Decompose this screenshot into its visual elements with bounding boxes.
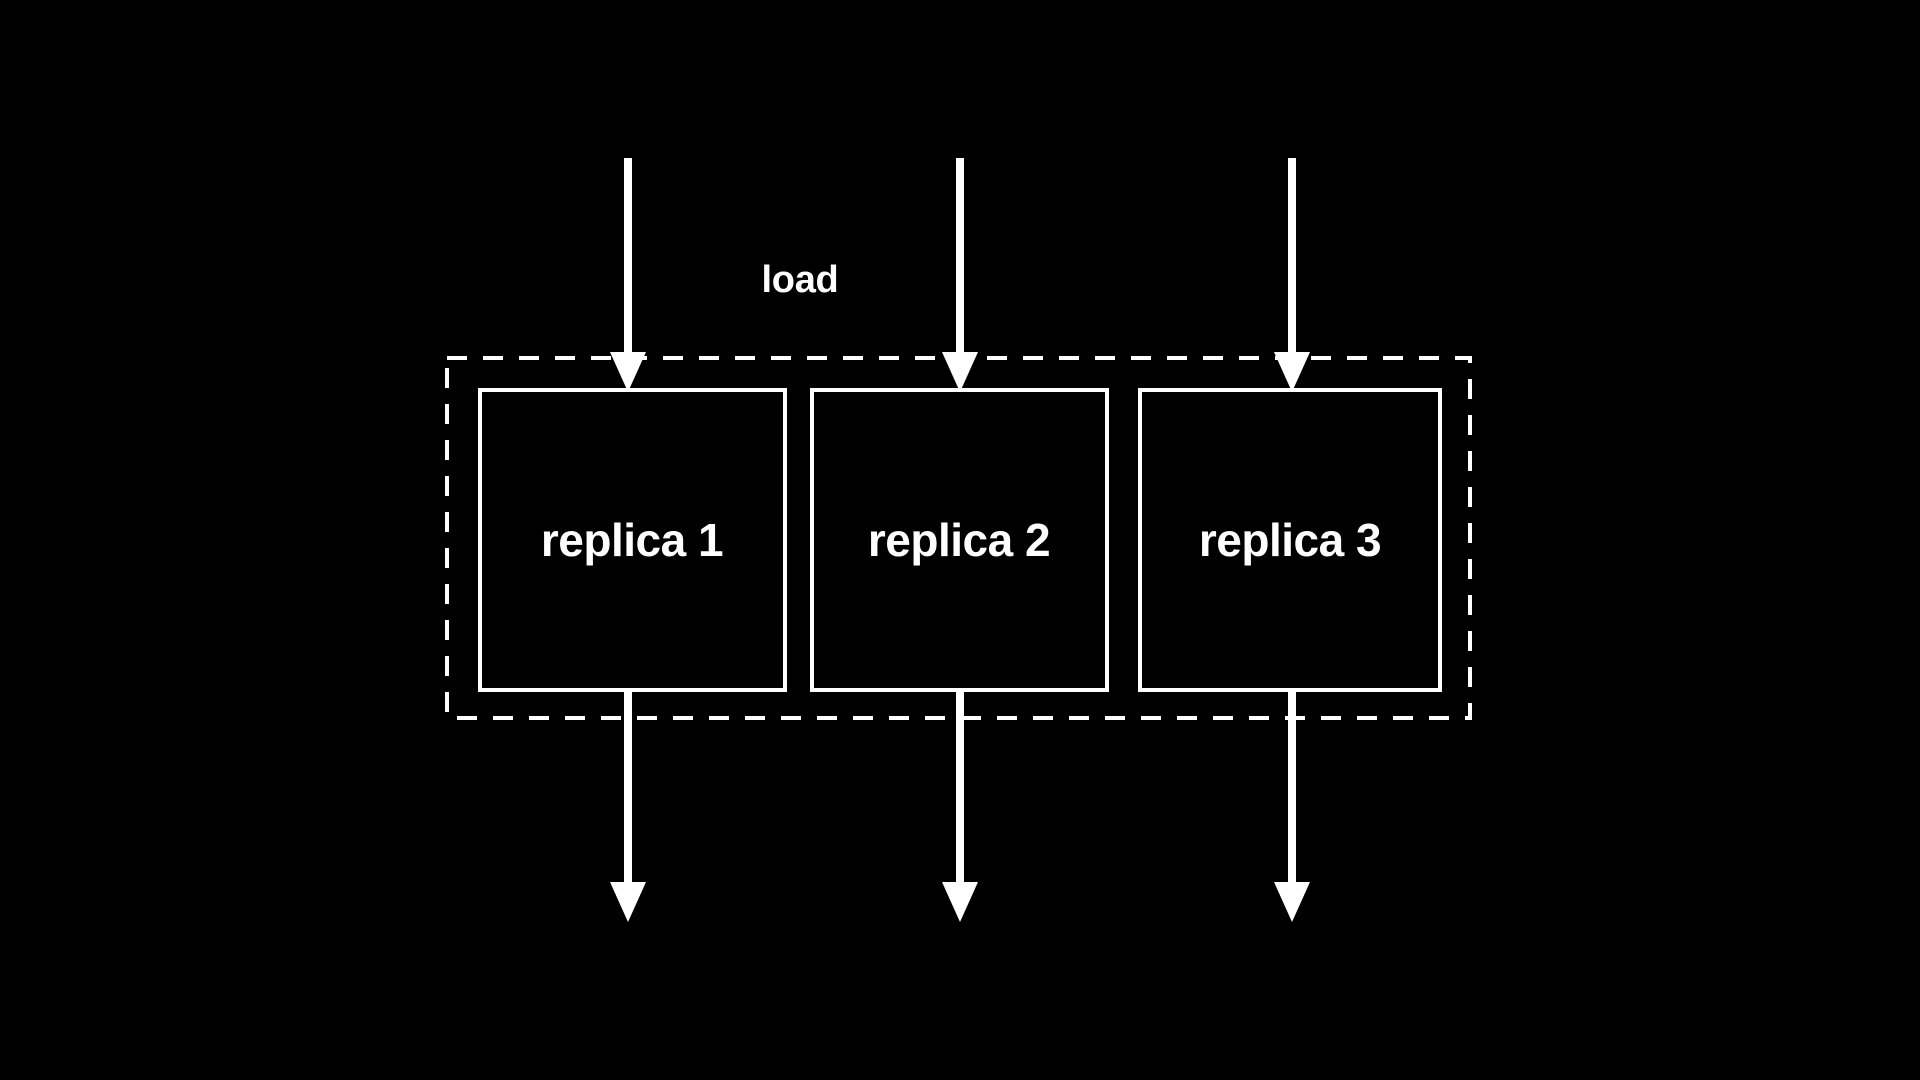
replica-3-box[interactable] <box>1138 388 1442 692</box>
replica-group-dashed-border <box>445 356 1472 720</box>
outbound-arrow-2 <box>942 690 978 922</box>
replica-1-box[interactable] <box>478 388 787 692</box>
replica-2-box[interactable] <box>810 388 1109 692</box>
outbound-arrow-1 <box>610 690 646 922</box>
inbound-arrow-2 <box>942 158 978 392</box>
outbound-arrow-3 <box>1274 690 1310 922</box>
inbound-arrow-3 <box>1274 158 1310 392</box>
inbound-arrow-1 <box>610 158 646 392</box>
